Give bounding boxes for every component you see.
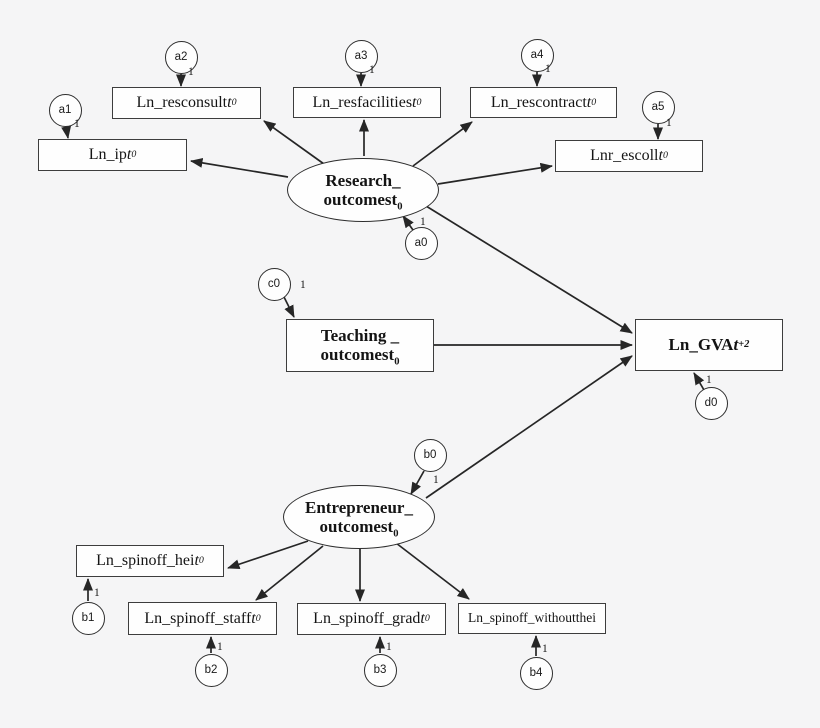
- weight-label-b4: 1: [542, 643, 548, 655]
- latent-label-line1: Entrepreneur_: [305, 497, 413, 517]
- teaching-outcomes-box: Teaching _outcomest0: [286, 319, 434, 372]
- latent-label-line2-text: outcomest: [319, 517, 394, 536]
- box-label-line2-text: outcomest: [320, 344, 395, 364]
- error-circle-label: a1: [58, 104, 72, 116]
- box-label-line2: outcomest0: [320, 344, 400, 367]
- a1-error-circle: a1: [48, 93, 82, 127]
- box-label-time: t: [420, 610, 425, 628]
- box-label: Ln_resfacilities: [312, 93, 413, 111]
- arrow-research-outcomes-to-ln-ip: [190, 157, 289, 178]
- weight-label-a2: 1: [188, 66, 194, 78]
- a5-error-circle: a5: [641, 90, 675, 124]
- box-label: Lnr_escoll: [590, 147, 659, 165]
- b0-error-circle: b0: [413, 438, 447, 472]
- box-label: Ln_spinoff_staff: [144, 609, 252, 627]
- error-circle-label: a4: [530, 49, 544, 61]
- latent-label-subscript: 0: [397, 201, 403, 213]
- d0-error-circle: d0: [694, 386, 728, 420]
- a4-error-circle: a4: [520, 38, 554, 72]
- latent-label-line2-text: outcomest: [323, 190, 398, 209]
- ln-spinoff-withoutthei-box: Ln_spinoff_withoutthei: [458, 603, 606, 634]
- weight-label-a3: 1: [369, 64, 375, 76]
- latent-label-line2: outcomest0: [323, 190, 403, 213]
- weight-label-b2: 1: [217, 641, 223, 653]
- b1-error-circle: b1: [71, 601, 105, 635]
- error-circle-label: c0: [267, 278, 281, 290]
- error-circle-label: b1: [81, 612, 95, 624]
- box-label-time: t: [227, 94, 232, 112]
- arrow-research-outcomes-to-ln-gva: [425, 205, 633, 334]
- weight-label-a4: 1: [545, 63, 551, 75]
- arrow-research-outcomes-to-ln-resconsult: [263, 120, 325, 165]
- b3-error-circle: b3: [363, 653, 397, 687]
- box-label-time: t: [733, 334, 739, 354]
- research-outcomes-ellipse: Research_outcomest0: [287, 158, 439, 222]
- error-circle-label: d0: [704, 397, 718, 409]
- box-label: Ln_resconsult: [136, 94, 228, 112]
- box-label-time: t: [194, 552, 199, 570]
- error-circle-label: a5: [651, 101, 665, 113]
- weight-label-b1: 1: [94, 587, 100, 599]
- box-label: Ln_ip: [88, 146, 127, 164]
- c0-error-circle: c0: [257, 267, 291, 301]
- a3-error-circle: a3: [344, 39, 378, 73]
- weight-label-a1: 1: [74, 118, 80, 130]
- arrow-a0-to-research-outcomes: [402, 215, 414, 231]
- arrow-b0-to-entrepreneur-outcomes: [410, 470, 425, 495]
- error-circle-label: a3: [354, 50, 368, 62]
- box-label-time: t: [586, 93, 592, 111]
- weight-label-d0: 1: [706, 374, 712, 386]
- a0-error-circle: a0: [404, 226, 438, 260]
- box-label: Ln_GVA: [668, 334, 734, 354]
- entrepreneur-outcomes-ellipse: Entrepreneur_outcomest0: [283, 485, 435, 549]
- weight-label-a5: 1: [666, 117, 672, 129]
- a2-error-circle: a2: [164, 40, 198, 74]
- box-label-line1: Teaching _: [320, 325, 400, 345]
- box-label-subscript: 0: [394, 355, 400, 367]
- arrow-c0-to-teaching-outcomes: [283, 296, 295, 318]
- box-label: Ln_rescontract: [490, 93, 587, 111]
- error-circle-label: b3: [373, 664, 387, 676]
- arrow-a1-to-ln-ip: [61, 125, 72, 139]
- weight-label-b3: 1: [386, 641, 392, 653]
- latent-label-line2: outcomest0: [319, 517, 399, 540]
- weight-label-c0: 1: [300, 279, 306, 291]
- box-label-time: t: [126, 146, 132, 164]
- arrow-entrepreneur-outcomes-to-ln-spinoff-staff: [255, 545, 324, 601]
- error-circle-label: b2: [204, 664, 218, 676]
- box-label-time: t: [412, 93, 417, 111]
- arrow-research-outcomes-to-lnr-escoll: [437, 162, 553, 185]
- latent-label-subscript: 0: [393, 528, 399, 540]
- box-label-time: t: [658, 147, 663, 165]
- error-circle-label: a2: [174, 51, 188, 63]
- arrow-research-outcomes-to-ln-rescontract: [412, 121, 473, 167]
- error-circle-label: b0: [423, 449, 437, 461]
- weight-label-a0: 1: [420, 216, 426, 228]
- box-label: Ln_spinoff_withoutthei: [468, 610, 596, 626]
- arrow-d0-to-ln-gva: [693, 372, 705, 391]
- box-label: Ln_spinoff_grad: [313, 610, 421, 628]
- error-circle-label: b4: [529, 667, 543, 679]
- latent-label-line1: Research_: [325, 170, 401, 190]
- arrow-entrepreneur-outcomes-to-ln-spinoff-hei: [227, 540, 309, 570]
- b2-error-circle: b2: [194, 653, 228, 687]
- box-label: Ln_spinoff_hei: [96, 552, 195, 570]
- error-circle-label: a0: [414, 237, 428, 249]
- arrow-entrepreneur-outcomes-to-ln-spinoff-withoutthei: [395, 542, 470, 600]
- box-label-time: t: [251, 609, 256, 627]
- b4-error-circle: b4: [519, 656, 553, 690]
- arrow-entrepreneur-outcomes-to-ln-gva: [425, 355, 633, 499]
- weight-label-b0: 1: [433, 474, 439, 486]
